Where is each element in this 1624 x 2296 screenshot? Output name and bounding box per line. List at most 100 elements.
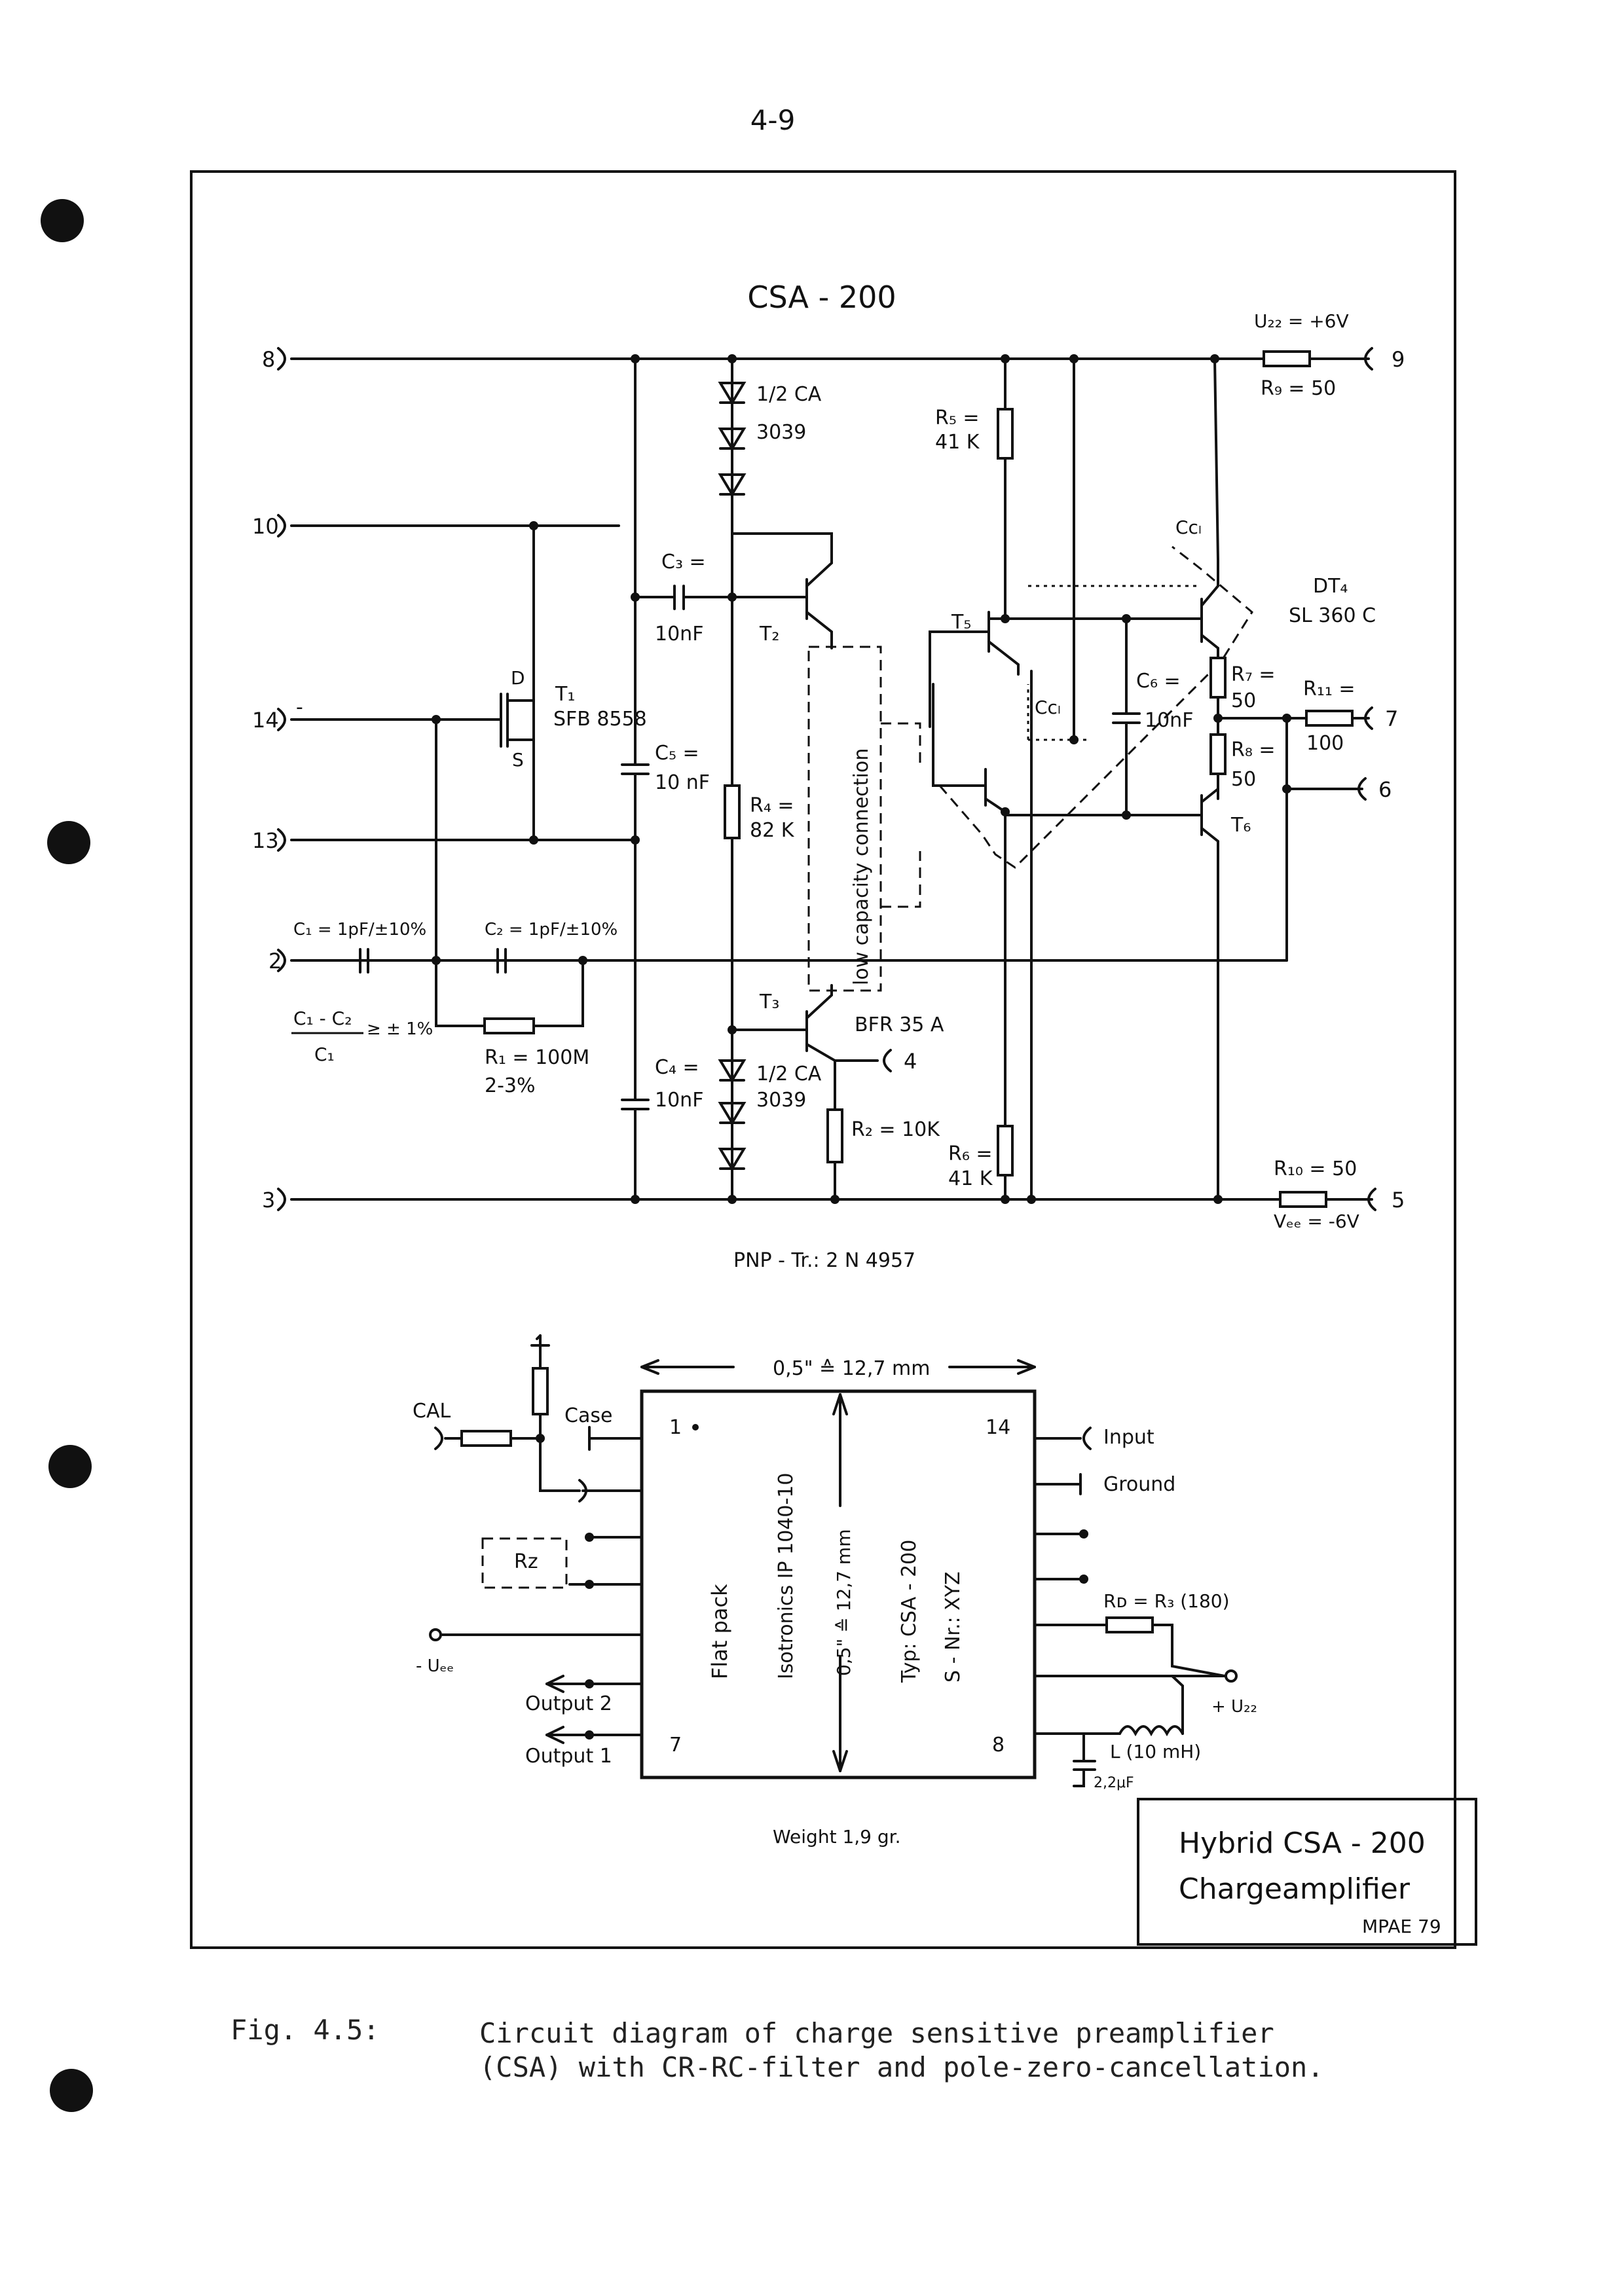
t3-type: BFR 35 A	[855, 1013, 944, 1036]
r8-value: 50	[1231, 768, 1256, 791]
r4-value: 82 K	[750, 819, 795, 842]
r1-tol: 2-3%	[485, 1074, 536, 1097]
typ-label: Typ: CSA - 200	[898, 1540, 921, 1683]
title-block-line3: MPAE 79	[1362, 1916, 1441, 1937]
pin-14-label: 14	[252, 708, 279, 733]
r8-label: R₈ =	[1231, 738, 1276, 761]
r1-label: R₁ = 100M	[485, 1046, 589, 1069]
c6-value: 10nF	[1145, 709, 1193, 732]
minus-uee-label: - Uₑₑ	[416, 1656, 454, 1676]
title-block-line1: Hybrid CSA - 200	[1179, 1827, 1426, 1860]
pin-13-label: 13	[252, 828, 279, 853]
schematic-title: CSA - 200	[747, 280, 896, 315]
c-ratio-num: C₁ - C₂	[293, 1008, 352, 1029]
height-dimension: 0,5" ≙ 12,7 mm	[833, 1529, 855, 1676]
diode-top-label-1: 1/2 CA	[756, 383, 822, 406]
r7-value: 50	[1231, 689, 1256, 712]
r10-label: R₁₀ = 50	[1274, 1157, 1357, 1180]
diode-stack-bottom	[718, 1059, 747, 1171]
isotronics-label: Isotronics IP 1040-10	[775, 1473, 798, 1679]
r9-label: R₉ = 50	[1261, 377, 1336, 400]
c5-value: 10 nF	[655, 771, 710, 794]
caption-line1: Circuit diagram of charge sensitive prea…	[479, 2017, 1274, 2049]
r6-label: R₆ =	[948, 1142, 993, 1165]
ubb-label: U₂₂ = +6V	[1254, 310, 1349, 332]
snr-label: S - Nr.: XYZ	[942, 1571, 965, 1683]
r2-label: R₂ = 10K	[851, 1118, 940, 1141]
t1-type: SFB 8558	[553, 708, 647, 731]
c4-value: 10nF	[655, 1089, 703, 1112]
diode-top-label-2: 3039	[756, 421, 806, 444]
pin-4-label: 4	[904, 1049, 917, 1074]
c-ratio-den: C₁	[314, 1044, 335, 1065]
plus-ubb-label: + U₂₂	[1211, 1697, 1257, 1717]
figure-caption: Fig. 4.5: Circuit diagram of charge sens…	[231, 2014, 1324, 2083]
c4-label: C₄ =	[655, 1056, 699, 1079]
input-label: Input	[1103, 1426, 1154, 1449]
dt4-label: DT₄	[1313, 575, 1348, 598]
caption-label: Fig. 4.5:	[231, 2014, 380, 2046]
ccl-top-label: Cᴄₗ	[1175, 517, 1202, 538]
r7-label: R₇ =	[1231, 663, 1276, 686]
t6-label: T₆	[1230, 814, 1251, 837]
pin-8-label: 8	[262, 347, 275, 372]
cap-small-label: 2,2μF	[1094, 1775, 1134, 1791]
ground-label: Ground	[1103, 1473, 1175, 1496]
pin-9-label: 9	[1392, 347, 1405, 372]
pin7-label: 7	[669, 1734, 682, 1757]
r11-label: R₁₁ =	[1303, 678, 1356, 701]
pin-5-label: 5	[1392, 1188, 1405, 1212]
c6-label: C₆ =	[1136, 670, 1181, 693]
page-number: 4-9	[750, 104, 796, 136]
schematic: CSA - 200 8 9 U₂₂ = +6V R₉ = 50 3 5 R₁₀ …	[252, 280, 1405, 1272]
t5-label: T₅	[951, 611, 971, 634]
punch-holes	[41, 199, 93, 2112]
c2-label: C₂ = 1pF/±10%	[485, 920, 618, 939]
c3-value: 10nF	[655, 623, 703, 646]
flat-pack-label: Flat pack	[707, 1584, 732, 1679]
r11-value: 100	[1306, 732, 1344, 755]
t2-label: T₂	[759, 623, 779, 646]
r5-value: 41 K	[935, 431, 980, 454]
c-ratio-tail: ≥ ± 1%	[367, 1019, 433, 1039]
title-block-line2: Chargeamplifier	[1179, 1872, 1411, 1906]
output2-label: Output 2	[525, 1692, 612, 1715]
pin-2-label: 2	[268, 949, 282, 974]
inductor-label: L (10 mH)	[1110, 1741, 1201, 1762]
pin14-label: 14	[986, 1416, 1010, 1439]
pin-7-label: 7	[1385, 706, 1398, 731]
t1-s: S	[512, 749, 524, 771]
diode-bot-label-1: 1/2 CA	[756, 1063, 822, 1085]
ccl-mid-label: Cᴄₗ	[1035, 697, 1061, 718]
package-drawing: 0,5" ≙ 12,7 mm 0,5" ≙ 12,7 mm Flat pack …	[413, 1334, 1257, 1848]
dt4-type: SL 360 C	[1289, 604, 1376, 627]
diode-stack-top	[718, 382, 747, 497]
t3-label: T₃	[759, 991, 779, 1013]
rz-label: Rz	[514, 1550, 538, 1573]
width-dimension: 0,5" ≙ 12,7 mm	[773, 1357, 931, 1380]
caption-line2: (CSA) with CR-RC-filter and pole-zero-ca…	[479, 2051, 1324, 2083]
pin-14-minus: -	[296, 696, 303, 719]
output1-label: Output 1	[525, 1745, 612, 1768]
pin-3-label: 3	[262, 1188, 275, 1212]
c1-label: C₁ = 1pF/±10%	[293, 920, 426, 939]
cal-label: CAL	[413, 1400, 451, 1423]
pin-10-label: 10	[252, 514, 279, 539]
weight-label: Weight 1,9 gr.	[773, 1826, 901, 1848]
rd-r3-label: Rᴅ = R₃ (180)	[1103, 1590, 1230, 1612]
case-label: Case	[564, 1404, 612, 1427]
r5-label: R₅ =	[935, 407, 980, 429]
pnp-note: PNP - Tr.: 2 N 4957	[733, 1249, 915, 1272]
low-capacity-label: low capacity connection	[850, 748, 873, 985]
r4-label: R₄ =	[750, 794, 794, 817]
diode-bot-label-2: 3039	[756, 1089, 806, 1112]
pin-6-label: 6	[1378, 777, 1392, 802]
title-block: Hybrid CSA - 200 Chargeamplifier MPAE 79	[1137, 1798, 1477, 1946]
c3-label: C₃ =	[661, 551, 706, 574]
pin8-label: 8	[992, 1734, 1005, 1757]
t1-label: T₁	[555, 683, 575, 706]
t1-d: D	[511, 667, 525, 689]
vee-label: Vₑₑ = -6V	[1274, 1211, 1359, 1232]
c5-label: C₅ =	[655, 742, 699, 765]
